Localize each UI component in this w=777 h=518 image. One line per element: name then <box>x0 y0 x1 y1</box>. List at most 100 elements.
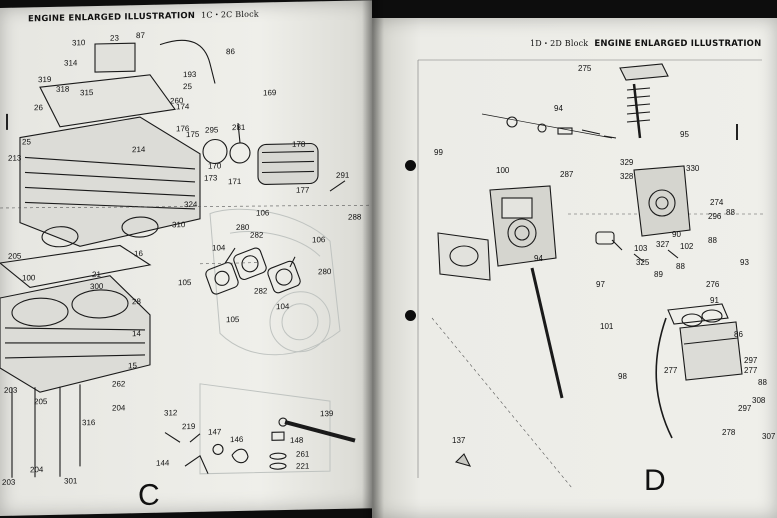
part-number: 21 <box>92 269 101 280</box>
section-letter: C <box>138 478 160 513</box>
part-number: 94 <box>554 104 563 113</box>
part-number: 28 <box>132 297 141 307</box>
right-exploded-diagram <box>417 59 764 489</box>
part-number: 102 <box>680 242 694 251</box>
part-number: 98 <box>618 372 627 381</box>
part-number: 139 <box>320 409 334 419</box>
part-number: 171 <box>228 176 242 187</box>
part-number: 94 <box>534 254 543 263</box>
part-number: 214 <box>132 144 146 155</box>
left-exploded-diagram <box>0 39 372 478</box>
part-number: 169 <box>263 88 277 98</box>
part-number: 260 <box>170 96 184 106</box>
part-number: 330 <box>686 164 700 173</box>
part-number: 221 <box>296 461 310 471</box>
part-number: 203 <box>2 477 16 487</box>
part-number: 104 <box>276 301 290 312</box>
part-number: 314 <box>64 58 78 68</box>
part-number: 144 <box>156 458 170 468</box>
part-number: 14 <box>132 329 141 339</box>
part-number: 103 <box>634 244 648 253</box>
part-number: 147 <box>208 427 222 437</box>
part-number: 277 <box>744 366 758 375</box>
part-number: 25 <box>22 137 31 147</box>
part-number: 319 <box>38 74 52 85</box>
part-number: 204 <box>30 465 44 475</box>
part-number: 193 <box>183 69 197 80</box>
part-number: 307 <box>762 432 776 441</box>
part-number: 318 <box>56 84 70 94</box>
part-number: 312 <box>164 408 178 418</box>
part-number: 261 <box>296 449 310 459</box>
part-number: 281 <box>232 122 246 133</box>
part-number: 310 <box>72 38 86 48</box>
part-number: 88 <box>676 262 685 271</box>
part-number: 95 <box>680 130 689 139</box>
binder-hole <box>405 160 416 171</box>
part-number: 86 <box>226 47 235 57</box>
part-number: 205 <box>34 397 48 407</box>
part-number: 86 <box>734 330 743 339</box>
part-number: 203 <box>4 385 18 395</box>
part-number: 99 <box>434 148 443 157</box>
part-number: 316 <box>82 418 96 428</box>
part-number: 297 <box>744 356 758 365</box>
part-number: 287 <box>560 170 574 179</box>
part-number: 177 <box>296 185 310 195</box>
part-number: 278 <box>722 428 736 437</box>
page-edge-tick <box>736 124 738 140</box>
part-number: 26 <box>34 103 43 113</box>
part-number: 297 <box>738 404 752 413</box>
part-number: 275 <box>578 64 592 73</box>
right-header-block: 1D・2D Block <box>530 39 589 48</box>
part-number: 148 <box>290 435 304 445</box>
part-number: 276 <box>706 280 720 289</box>
part-number: 280 <box>318 267 332 277</box>
part-number: 300 <box>90 281 104 292</box>
part-number: 296 <box>708 212 722 221</box>
part-number: 23 <box>110 33 119 43</box>
part-number: 277 <box>664 366 678 375</box>
part-number: 93 <box>740 258 749 267</box>
part-number: 219 <box>182 421 196 432</box>
part-number: 310 <box>172 220 186 230</box>
part-number: 137 <box>452 436 466 445</box>
part-number: 25 <box>183 81 192 92</box>
part-number: 213 <box>8 153 22 163</box>
part-number: 97 <box>596 280 605 289</box>
part-number: 104 <box>212 243 226 253</box>
part-number: 146 <box>230 434 244 445</box>
part-number: 325 <box>636 258 650 267</box>
part-number: 88 <box>758 378 767 387</box>
part-number: 100 <box>496 166 510 175</box>
part-number: 329 <box>620 158 634 167</box>
part-number: 295 <box>205 125 219 135</box>
part-number: 106 <box>312 235 326 245</box>
part-number: 205 <box>8 251 22 261</box>
right-header-title: ENGINE ENLARGED ILLUSTRATION <box>594 39 762 49</box>
part-number: 87 <box>136 30 145 41</box>
part-number: 282 <box>254 286 268 296</box>
part-number: 324 <box>184 199 198 210</box>
section-letter: D <box>644 464 666 497</box>
part-number: 15 <box>128 361 137 371</box>
part-number: 100 <box>22 273 36 283</box>
part-number: 282 <box>250 230 264 240</box>
part-number: 280 <box>236 222 250 233</box>
part-number: 308 <box>752 396 766 405</box>
part-number: 173 <box>204 173 218 183</box>
part-number: 91 <box>710 296 719 305</box>
part-number: 170 <box>208 161 222 171</box>
part-number: 106 <box>256 208 270 218</box>
part-number: 105 <box>226 314 240 325</box>
part-number: 327 <box>656 240 670 249</box>
part-number: 88 <box>726 208 735 217</box>
right-page-header: 1D・2D Block ENGINE ENLARGED ILLUSTRATION <box>524 38 761 49</box>
part-number: 90 <box>672 230 681 239</box>
binder-hole <box>405 310 416 321</box>
part-number: 262 <box>112 379 126 389</box>
part-number: 101 <box>600 322 614 331</box>
part-number: 315 <box>80 88 94 98</box>
